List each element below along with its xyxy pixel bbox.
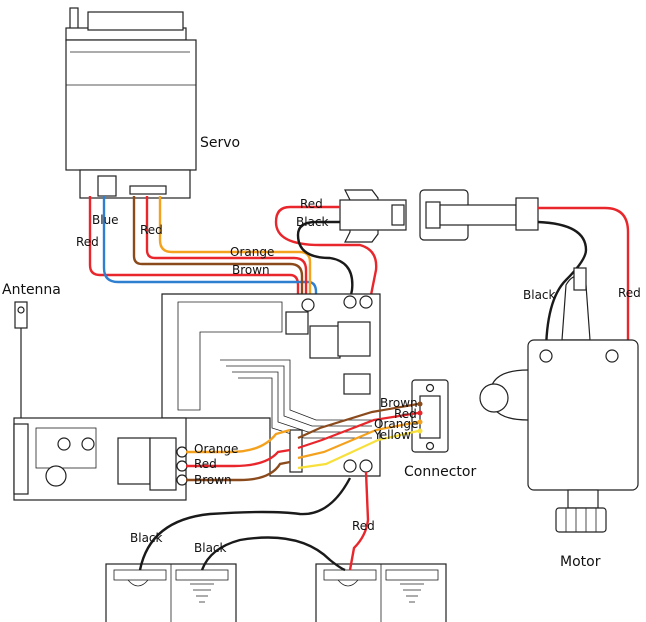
motor [479, 267, 639, 533]
receiver-wires [186, 428, 291, 482]
plug-black-wire [296, 220, 354, 301]
servo-blue-wire [102, 196, 318, 300]
motor-label: Motor [560, 554, 601, 570]
battery-black-wire-1 [138, 477, 352, 571]
battery-holder-right [315, 563, 447, 622]
conn-yellow-wire [297, 429, 419, 470]
battery-black-wire-2 [200, 536, 346, 572]
female-plug [339, 189, 407, 243]
conn-orange-wire [297, 420, 419, 460]
receiver-orange-label: Orange [194, 442, 238, 456]
antenna-label: Antenna [2, 282, 61, 298]
conn-orange-label: Orange [374, 417, 418, 431]
receiver-brown-wire [186, 460, 291, 482]
connector-wires [297, 402, 419, 470]
servo-red-label-left: Red [76, 235, 99, 249]
motor-red-label: Red [618, 286, 641, 300]
battery-black-label-2: Black [194, 541, 227, 555]
receiver-red-wire [186, 448, 291, 468]
motor-black-wire [537, 220, 588, 356]
battery-holder-left [105, 563, 237, 622]
conn-brown-wire [297, 402, 419, 440]
conn-red-wire [297, 411, 419, 450]
servo-brown-wire [132, 196, 304, 300]
receiver-orange-wire [186, 428, 291, 454]
antenna [14, 301, 28, 422]
servo [65, 7, 197, 199]
receiver-brown-label: Brown [194, 473, 232, 487]
conn-red-label: Red [394, 407, 417, 421]
servo-blue-label: Blue [92, 213, 119, 227]
receiver-red-label: Red [194, 457, 217, 471]
servo-wires [88, 196, 318, 300]
male-plug [419, 189, 539, 241]
plug-red-wire [274, 205, 378, 301]
main-pcb [161, 293, 381, 477]
battery-red-label: Red [352, 519, 375, 533]
battery-red-wire [348, 471, 370, 571]
servo-brown-label: Brown [232, 263, 270, 277]
connector [411, 379, 449, 453]
receiver [13, 417, 188, 501]
connector-label: Connector [404, 464, 476, 480]
conn-yellow-label: Yellow [373, 428, 411, 442]
plug-black-label: Black [296, 215, 329, 229]
plug-red-label: Red [300, 197, 323, 211]
servo-orange-label: Orange [230, 245, 274, 259]
servo-label: Servo [200, 135, 240, 151]
servo-red-label-right: Red [140, 223, 163, 237]
servo-red-wire-right [145, 196, 308, 300]
conn-brown-label: Brown [380, 396, 418, 410]
servo-orange-wire [158, 196, 312, 300]
motor-black-label: Black [523, 288, 556, 302]
battery-black-label-1: Black [130, 531, 163, 545]
motor-red-wire [538, 206, 630, 356]
